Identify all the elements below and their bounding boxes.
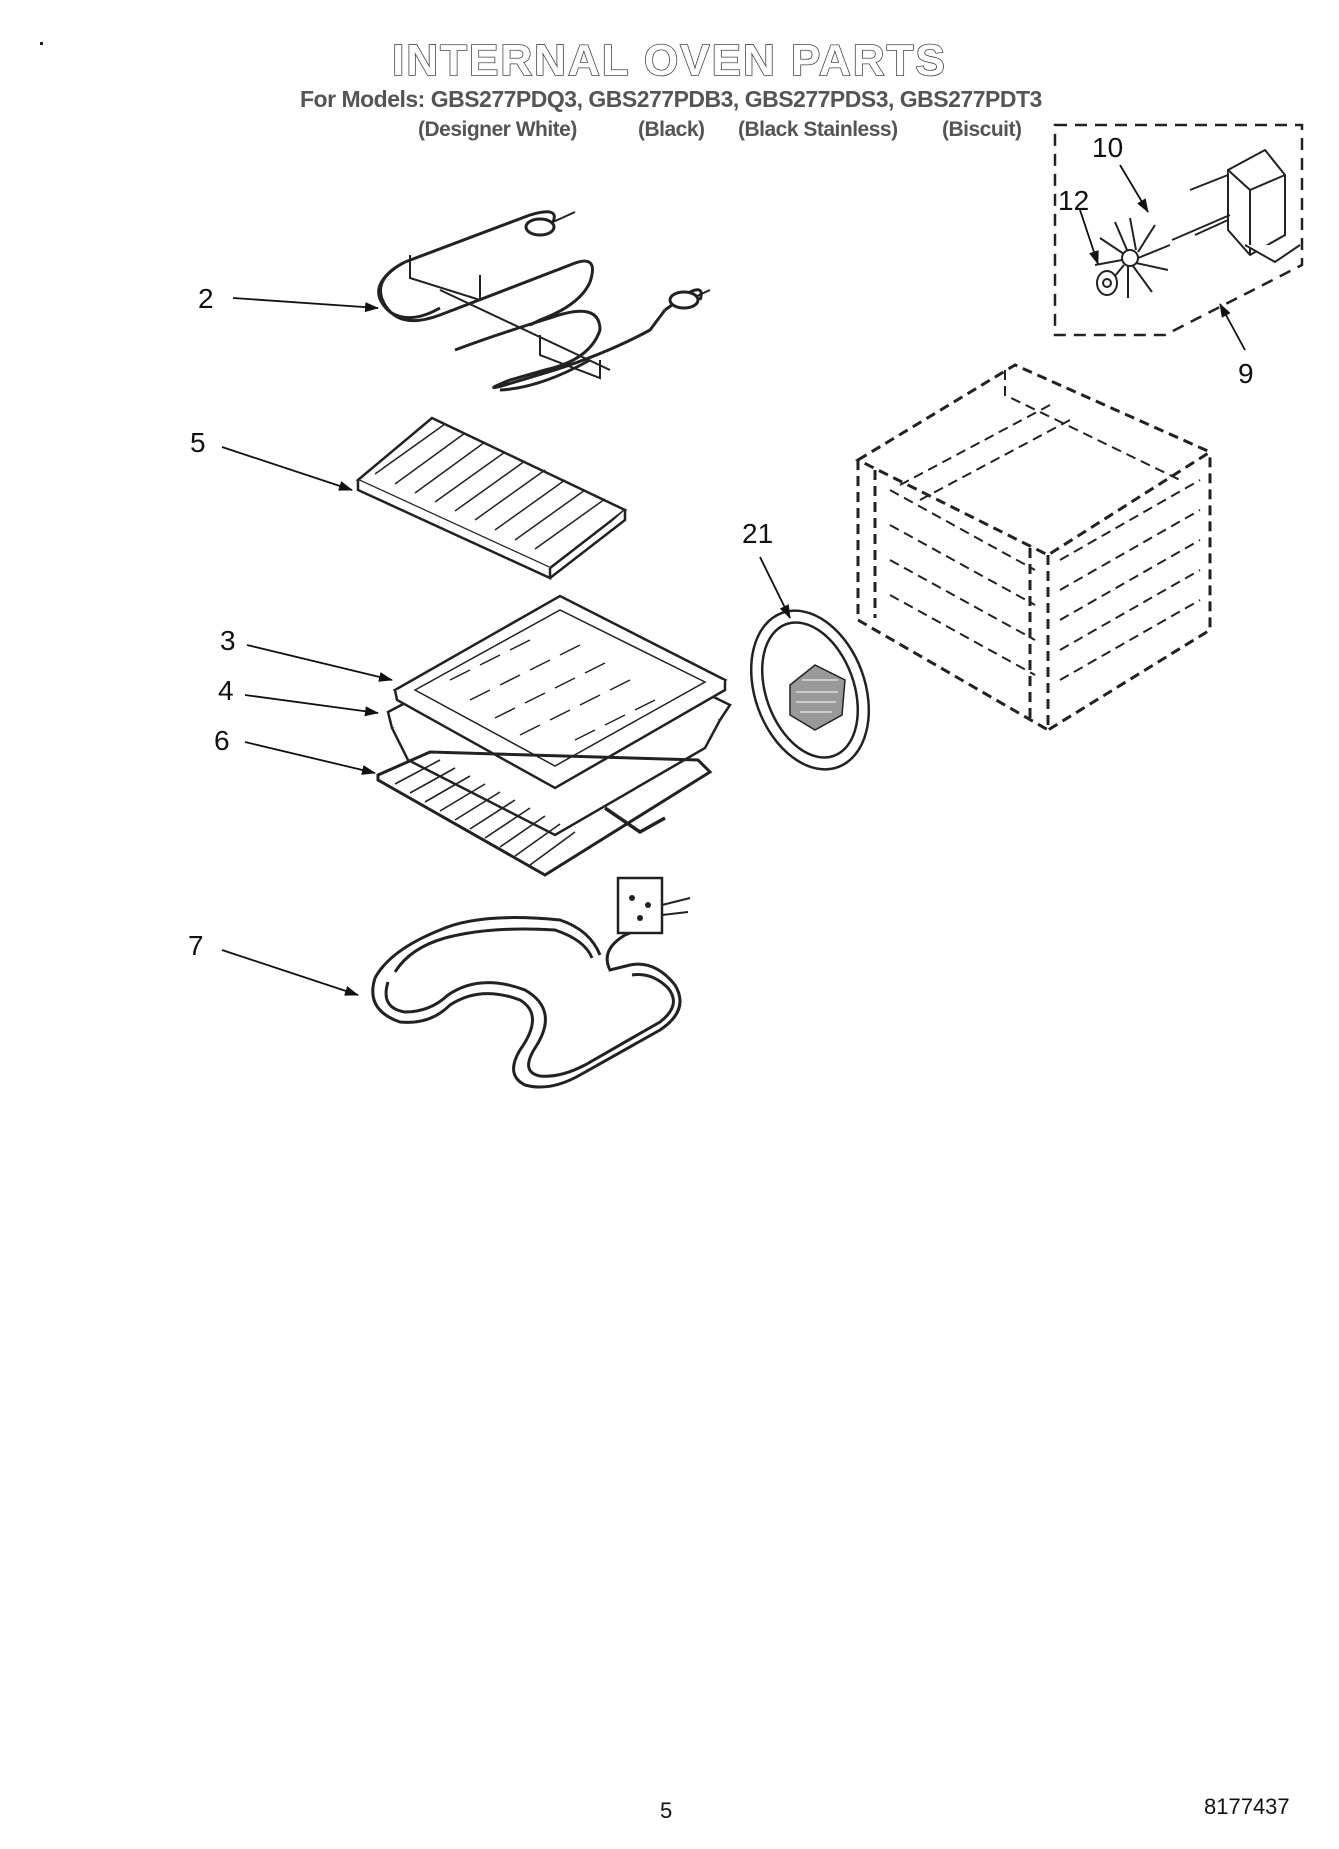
- document-number: 8177437: [1204, 1794, 1290, 1819]
- finish-designer-white: (Designer White): [418, 118, 577, 141]
- fan-motor-assembly-box: [1053, 123, 1304, 337]
- broil-element: [377, 210, 711, 392]
- callout-5: 5: [190, 427, 206, 458]
- finish-biscuit: (Biscuit): [942, 118, 1022, 141]
- callout-12: 12: [1058, 185, 1089, 216]
- callout-3: 3: [220, 625, 236, 656]
- broiler-pan-insert: [355, 416, 628, 580]
- broiler-pan: [386, 594, 732, 837]
- oven-rack: [376, 750, 713, 877]
- nut: [1096, 270, 1118, 296]
- finish-black-stainless: (Black Stainless): [738, 118, 898, 141]
- oven-cavity: [854, 363, 1214, 733]
- stray-dot: [40, 42, 43, 45]
- callout-9: 9: [1238, 358, 1254, 389]
- callout-7: 7: [188, 930, 204, 961]
- models-line: For Models: GBS277PDQ3, GBS277PDB3, GBS2…: [300, 86, 1042, 112]
- finish-black: (Black): [638, 118, 705, 141]
- callout-arrows: [221, 164, 1246, 996]
- page-number: 5: [660, 1798, 673, 1823]
- bake-element: [371, 876, 691, 1089]
- callout-2: 2: [198, 283, 214, 314]
- callout-10: 10: [1092, 132, 1123, 163]
- callout-21: 21: [742, 518, 773, 549]
- page-title: INTERNAL OVEN PARTS: [391, 35, 947, 86]
- fan-motor: [1171, 148, 1301, 264]
- callout-4: 4: [218, 675, 234, 706]
- convection-fan-cover: [749, 609, 871, 771]
- callout-6: 6: [214, 725, 230, 756]
